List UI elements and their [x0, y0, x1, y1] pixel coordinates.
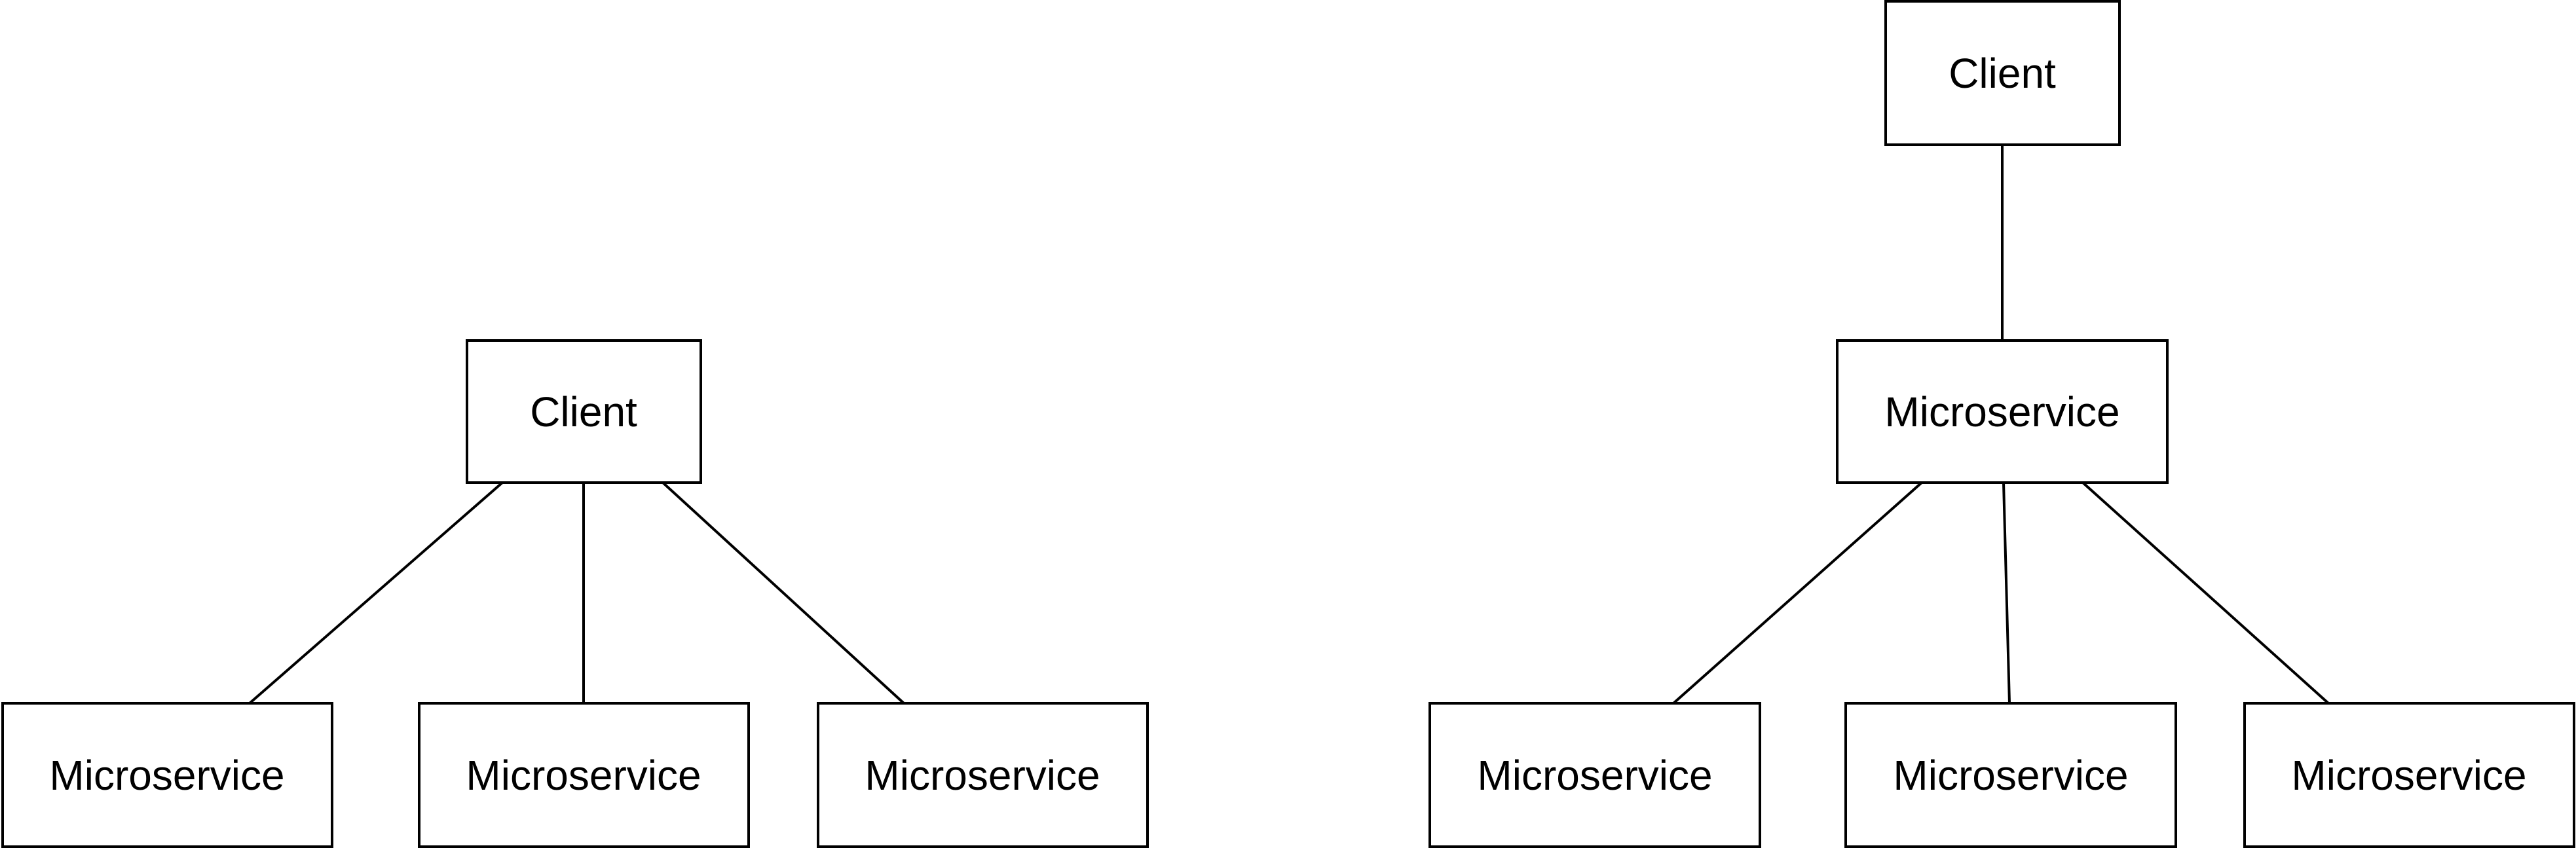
microservice-node: Microservice [1, 702, 333, 848]
microservice-label: Microservice [466, 752, 701, 799]
right-diagram: Client Microservice Microservice Microse… [1428, 0, 2575, 848]
gateway-microservice-node: Microservice [1836, 339, 2169, 484]
microservice-node: Microservice [1844, 702, 2177, 848]
edge-gateway-to-service-3 [2081, 481, 2330, 705]
edge-client-to-service-3 [662, 481, 905, 705]
client-label: Client [530, 388, 637, 435]
edge-gateway-to-service-1 [1672, 481, 1923, 705]
microservice-label: Microservice [49, 752, 284, 799]
client-node: Client [466, 339, 702, 484]
microservice-label: Microservice [1477, 752, 1712, 799]
microservice-node: Microservice [418, 702, 750, 848]
client-label: Client [1949, 50, 2056, 97]
microservice-node: Microservice [1428, 702, 1761, 848]
microservice-label: Microservice [1893, 752, 2128, 799]
microservice-label: Microservice [2291, 752, 2526, 799]
microservice-label: Microservice [865, 752, 1100, 799]
left-diagram: Client Microservice Microservice Microse… [1, 339, 1149, 848]
microservice-label: Microservice [1884, 388, 2119, 435]
edge-gateway-to-service-2 [2002, 482, 2011, 704]
edge-client-to-service-1 [248, 481, 504, 705]
client-node: Client [1884, 0, 2121, 146]
microservice-node: Microservice [2243, 702, 2575, 848]
microservice-node: Microservice [817, 702, 1149, 848]
